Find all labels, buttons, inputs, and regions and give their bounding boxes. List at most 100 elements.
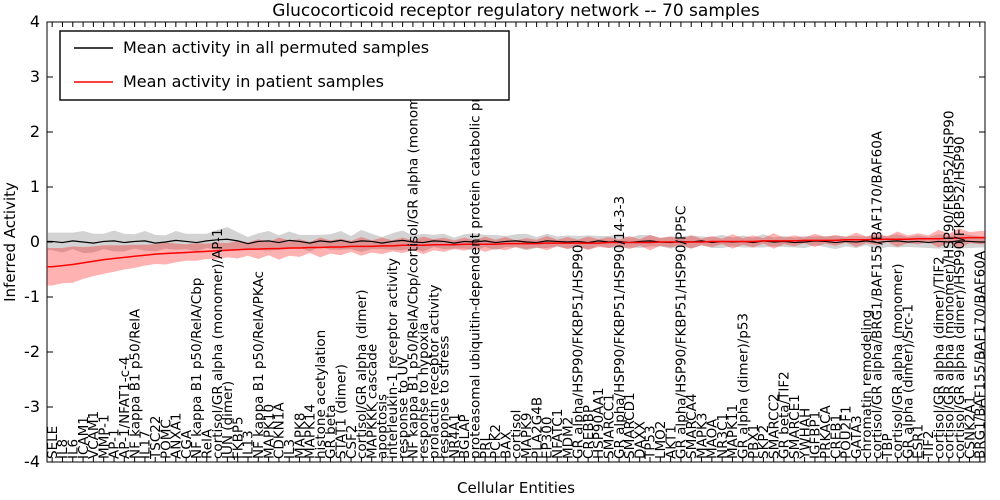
x-tick-label: GR alpha/HSP90/FKBP51/HSP90	[571, 245, 587, 459]
x-tick-label: MAPKKK cascade	[364, 344, 380, 459]
x-tick-label: POU2F1	[839, 405, 855, 459]
x-tick-label: PBX1	[746, 424, 762, 459]
x-tick-label: IL13	[241, 430, 257, 459]
x-tick-label: SMARCA4	[684, 394, 700, 459]
x-tick-label: cortisol/GR alpha (dimer)/HSP90/FKBP52/H…	[952, 137, 968, 460]
x-tick-label: NFATC1	[550, 409, 566, 459]
x-tick-label: cortisol/GR alpha (dimer)/TIF2	[931, 256, 947, 459]
x-tick-label: NR4A1	[447, 413, 463, 459]
x-tick-label: ESR1	[911, 424, 927, 459]
x-tick-label: SMARCC2	[766, 393, 782, 459]
x-tick-label: response to stress	[437, 336, 453, 459]
y-tick-label: 2	[30, 122, 40, 141]
x-tick-label: MAPK3	[694, 413, 710, 459]
x-tick-label: TSC22	[148, 416, 164, 460]
legend-box	[59, 30, 510, 101]
x-tick-label: EP300	[540, 417, 556, 459]
x-tick-label: chromatin remodeling	[859, 310, 875, 459]
x-tick-label: MAPK9	[519, 413, 535, 459]
x-tick-label: BRG1/BAF155/BAF170/BAF60A	[973, 250, 989, 459]
x-tick-label: MAOA	[705, 418, 721, 459]
x-tick-label: prolactin receptor activity	[426, 285, 442, 459]
y-tick-label: -1	[24, 287, 40, 306]
x-tick-label: LMO2	[653, 421, 669, 459]
x-tick-label: GR beta/TIF2	[777, 371, 793, 459]
x-tick-label: CDKN1A	[272, 402, 288, 459]
x-tick-label: SMARCC1	[601, 393, 617, 459]
x-tick-label: SMARCD1	[622, 392, 638, 459]
x-tick-label: cortisol/GR alpha (dimer)	[354, 289, 370, 459]
x-tick-label: cortisol	[509, 410, 525, 459]
x-tick-label: CSNK2A1	[962, 396, 978, 459]
x-tick-label: cortisol/GR alpha (monomer)	[890, 264, 906, 459]
x-tick-label: JUN (dimer)	[220, 381, 236, 460]
x-tick-label: NF kappa B1 p50/RelA/Cbp	[189, 278, 205, 459]
x-tick-label: SELE	[45, 426, 61, 459]
x-tick-label: PRL	[478, 433, 494, 459]
x-tick-label: NF kappa B1 p50/RelA/Cbp/cortisol/GR alp…	[406, 69, 422, 459]
y-tick-label: -2	[24, 342, 40, 361]
legend-label-patient: Mean activity in patient samples	[123, 72, 384, 91]
x-tick-label: PLA2G4B	[529, 397, 545, 459]
x-tick-label: DAXX	[632, 421, 648, 459]
x-tick-label: apoptosis	[375, 394, 391, 459]
x-tick-label: GR alpha (dimer)/p53	[735, 313, 751, 459]
x-tick-label: CSF2	[344, 425, 360, 459]
x-tick-label: cortisol/GR alpha (monomer)/AP-1	[210, 228, 226, 459]
x-tick-label: MAPK11	[725, 404, 741, 459]
x-tick-label: IGFBP1	[808, 411, 824, 459]
patient-mean-line	[47, 236, 985, 268]
x-tick-label: CGA	[179, 429, 195, 459]
x-tick-label: MAPK14	[303, 404, 319, 459]
x-tick-label: VCAM1	[86, 411, 102, 459]
permuted-mean-line	[47, 238, 985, 245]
plot-content: SELEIL8IL6ICAM1VCAM1MMP-1AP-1AP-1/NFAT1-…	[24, 12, 989, 471]
x-tick-label: YWHAH	[797, 408, 813, 460]
x-tick-label: SMARCE1	[787, 394, 803, 459]
x-tick-label: GR alpha/HSP90/FKBP51/HSP90/PP5C	[674, 206, 690, 459]
x-tick-label: NF kappa B1 p50/RelA/PKAc	[251, 271, 267, 459]
x-tick-label: PCK2	[488, 424, 504, 459]
x-tick-label: IL17	[138, 430, 154, 459]
x-tick-label: RelA	[199, 428, 215, 459]
x-tick-label: TIF2	[921, 430, 937, 460]
x-tick-label: BGLAP	[457, 414, 473, 459]
y-tick-label: 0	[30, 232, 40, 251]
x-tick-label: IL6	[65, 439, 81, 459]
x-tick-label: FKBP5	[230, 416, 246, 459]
x-tick-label: SKP2	[756, 425, 772, 459]
x-tick-label: PRKACA	[818, 404, 834, 459]
x-tick-label: MMP-1	[96, 414, 112, 459]
x-tick-label: STAT1 (dimer)	[333, 364, 349, 459]
x-tick-label: TBP	[880, 433, 896, 460]
y-tick-label: -3	[24, 397, 40, 416]
x-tick-label: cortisol/GR alpha (monomer)/HSP90/FKBP52…	[942, 111, 958, 459]
x-tick-label: GR alpha (dimer)/Src-1	[900, 304, 916, 459]
x-tick-label: GR alpha/HSP90/FKBP51/HSP90/14-3-3	[612, 196, 628, 459]
x-tick-label: BAX	[498, 431, 514, 459]
x-tick-label: GATA3	[849, 415, 865, 459]
x-tick-label: proteasomal ubiquitin-dependent protein …	[467, 59, 483, 459]
x-tick-label: MAPK10	[261, 404, 277, 459]
y-axis-label: Inferred Activity	[1, 182, 19, 302]
x-tick-label: CREB1	[828, 414, 844, 459]
x-tick-label: cortisol/GR alpha/BRG1/BAF155/BAF170/BAF…	[869, 130, 885, 459]
x-tick-label: GR beta	[323, 404, 339, 459]
x-tick-label: interleukin-1 receptor activity	[385, 258, 401, 459]
x-tick-label: IL8	[55, 439, 71, 459]
x-tick-label: NF kappa B1 p50/RelA	[127, 308, 143, 459]
x-tick-label: MDM2	[560, 417, 576, 459]
x-tick-label: AP-1	[107, 428, 123, 459]
y-tick-label: 4	[30, 12, 40, 31]
chart-title: Glucocorticoid receptor regulatory netwo…	[272, 1, 760, 21]
x-tick-label: response to hypoxia	[416, 323, 432, 459]
x-tick-label: TP53	[643, 425, 659, 460]
x-tick-label: ANXA1	[169, 413, 185, 459]
y-tick-label: 1	[30, 177, 40, 196]
x-tick-label: AP-1/NFAT1-c-4	[117, 357, 133, 460]
x-tick-label: IL3	[282, 439, 298, 459]
x-tick-label: HSP90AA1	[591, 388, 607, 459]
x-tick-label: response to UV	[395, 356, 411, 459]
